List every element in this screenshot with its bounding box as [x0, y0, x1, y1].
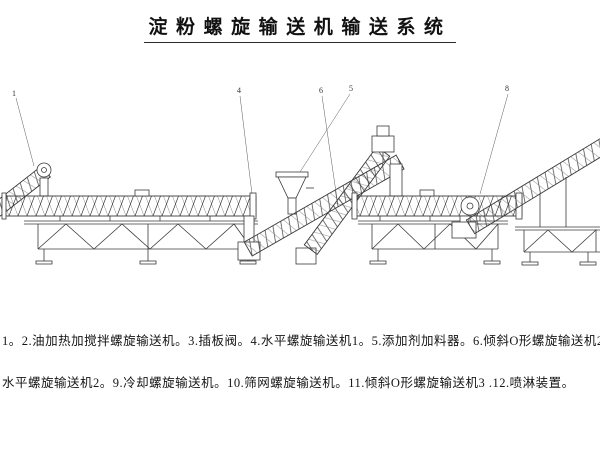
foot-pad	[35, 260, 53, 265]
truss-left	[24, 216, 258, 265]
incline-drive-motor	[371, 125, 403, 197]
callout-leader	[321, 95, 339, 207]
discharge-chute	[389, 163, 403, 197]
callout-leader	[299, 93, 351, 173]
title-row: 淀粉螺旋输送机输送系统	[0, 12, 600, 43]
inspection-port	[134, 189, 150, 197]
drawing-title: 淀粉螺旋输送机输送系统	[144, 12, 456, 43]
legend-line-2: 水平螺旋输送机2。9.冷却螺旋输送机。10.筛网螺旋输送机。11.倾斜O形螺旋输…	[2, 376, 575, 390]
foot-pad	[139, 260, 157, 265]
callout-leader	[15, 97, 35, 167]
callouts: 1 4 6 5 8	[12, 84, 509, 207]
callout-leader	[239, 95, 253, 195]
callout-label-5: 5	[349, 84, 353, 93]
truss-far-right	[515, 226, 600, 266]
foot-pad	[239, 260, 257, 265]
legend-line-1: 1。2.油加热加搅拌螺旋输送机。3.插板阀。4.水平螺旋输送机1。5.添加剂加料…	[2, 334, 600, 348]
callout-label-6: 6	[319, 86, 323, 95]
callout-label-1: 1	[12, 89, 16, 98]
callout-label-8: 8	[505, 84, 509, 93]
inclined-conveyor-3	[465, 131, 600, 235]
conveyor-left-heated-mixing	[1, 189, 257, 220]
callout-leader	[479, 93, 509, 195]
foot-pad	[483, 260, 501, 265]
inspection-port	[419, 189, 435, 197]
foot-pad	[521, 261, 539, 266]
foot-pad	[369, 260, 387, 265]
feed-hopper	[275, 171, 314, 215]
callout-label-4: 4	[237, 86, 241, 95]
foot-pad	[579, 261, 597, 266]
